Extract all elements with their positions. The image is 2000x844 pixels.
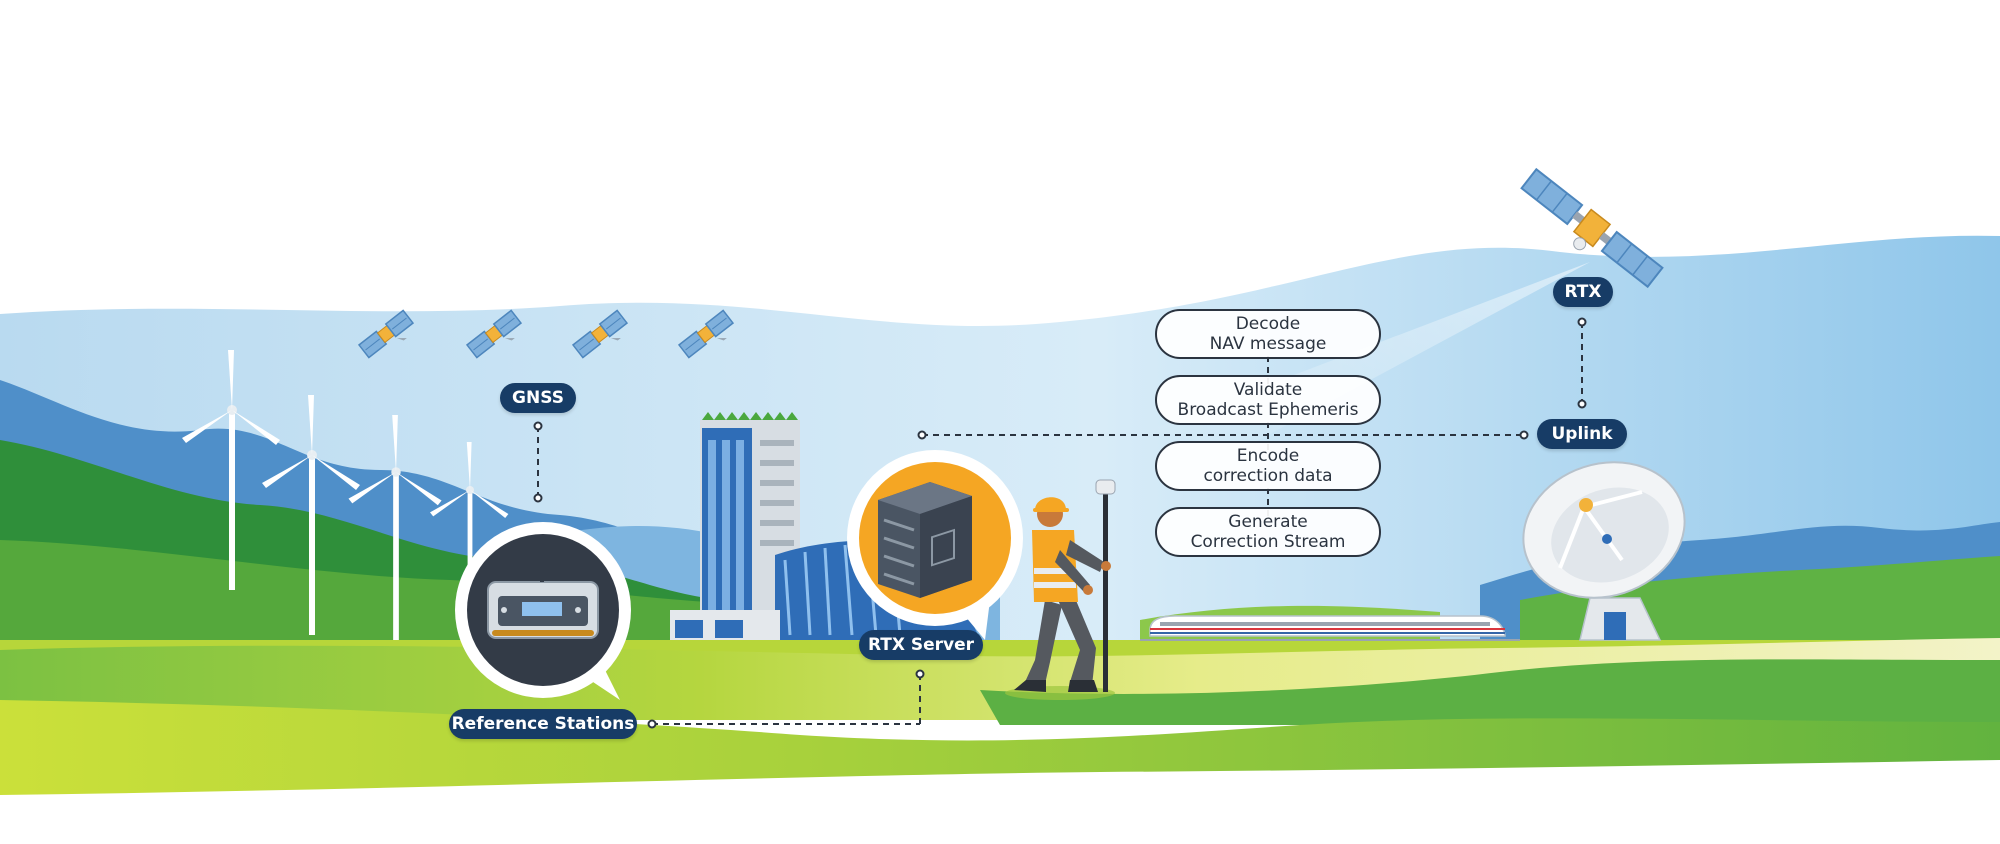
uplink-label: Uplink bbox=[1537, 419, 1627, 449]
process-step-generate: Generate Correction Stream bbox=[1155, 507, 1381, 557]
rtx-server-bubble bbox=[847, 450, 1023, 640]
step-line-1: Validate bbox=[1233, 380, 1303, 400]
step-line-2: NAV message bbox=[1209, 334, 1327, 354]
rtx-server-label: RTX Server bbox=[859, 630, 983, 660]
process-step-validate: Validate Broadcast Ephemeris bbox=[1155, 375, 1381, 425]
step-line-1: Decode bbox=[1235, 314, 1301, 334]
rtx-label: RTX bbox=[1553, 277, 1613, 307]
step-line-1: Encode bbox=[1236, 446, 1300, 466]
connector-lines bbox=[537, 322, 1583, 725]
process-step-decode: Decode NAV message bbox=[1155, 309, 1381, 359]
step-line-2: correction data bbox=[1203, 466, 1333, 486]
train bbox=[1140, 615, 1520, 641]
step-line-2: Correction Stream bbox=[1190, 532, 1346, 552]
connector-dots bbox=[533, 317, 1587, 729]
reference-station-bubble bbox=[455, 522, 631, 700]
process-step-encode: Encode correction data bbox=[1155, 441, 1381, 491]
rtx-satellite bbox=[1520, 167, 1664, 289]
gnss-label: GNSS bbox=[500, 383, 576, 413]
step-line-1: Generate bbox=[1228, 512, 1308, 532]
satellite-dish bbox=[1522, 461, 1686, 641]
reference-stations-label: Reference Stations bbox=[449, 709, 637, 739]
surveyor-figure bbox=[1005, 479, 1116, 700]
step-line-2: Broadcast Ephemeris bbox=[1177, 400, 1359, 420]
